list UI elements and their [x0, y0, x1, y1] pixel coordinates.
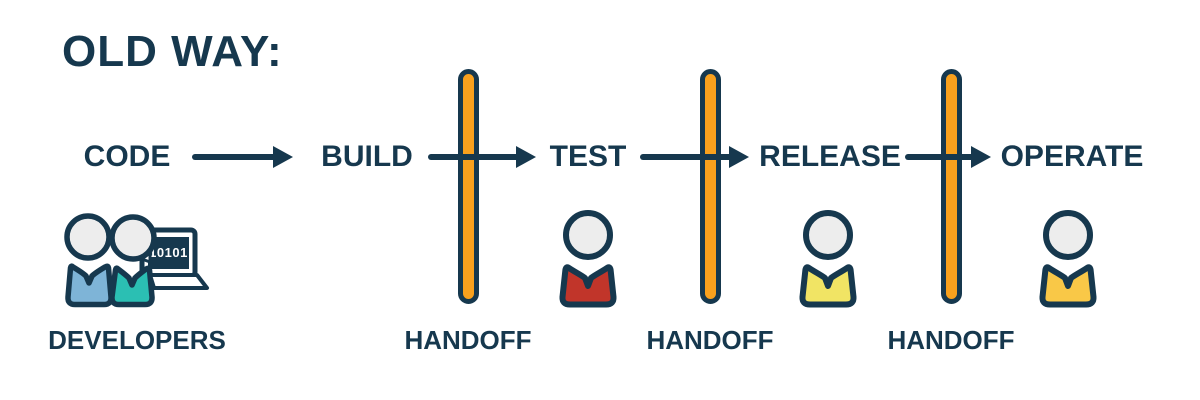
person-head	[1043, 210, 1093, 260]
laptop-screen-text: 10101	[149, 245, 188, 260]
handoff-label-2: HANDOFF	[646, 325, 774, 355]
stage-label-release: RELEASE	[759, 140, 901, 173]
arrow-line	[192, 154, 279, 160]
handoff-barrier-2	[700, 69, 721, 304]
person-head	[563, 210, 613, 260]
arrow-release-to-operate-icon	[905, 146, 991, 168]
developer-left-head	[64, 213, 112, 261]
person-body	[559, 264, 617, 308]
stage-label-test: TEST	[549, 140, 627, 173]
handoff-barrier-3	[941, 69, 962, 304]
page-title: OLD WAY:	[62, 27, 283, 76]
developer-right-body	[109, 265, 155, 308]
release-person-icon	[799, 210, 857, 308]
person-head	[803, 210, 853, 260]
arrow-head	[516, 146, 536, 168]
arrow-head	[971, 146, 991, 168]
arrow-code-to-build-icon	[192, 146, 293, 168]
arrow-test-to-release-icon	[640, 146, 749, 168]
handoff-label-1: HANDOFF	[404, 325, 532, 355]
person-body	[799, 264, 857, 308]
developer-left-body	[65, 263, 114, 308]
arrow-line	[428, 154, 522, 160]
developers-icon: 10101	[64, 213, 209, 308]
handoff-barrier-1	[458, 69, 479, 304]
stage-label-build: BUILD	[321, 140, 413, 173]
test-person-icon	[559, 210, 617, 308]
arrow-line	[905, 154, 977, 160]
arrow-head	[729, 146, 749, 168]
developers-label: DEVELOPERS	[48, 325, 226, 355]
stage-label-operate: OPERATE	[1000, 140, 1144, 173]
operate-person-icon	[1039, 210, 1097, 308]
person-body	[1039, 264, 1097, 308]
developer-right-head	[109, 214, 157, 262]
arrow-head	[273, 146, 293, 168]
stage-label-code: CODE	[83, 140, 171, 173]
laptop-base	[148, 273, 209, 290]
arrow-build-to-test-icon	[428, 146, 536, 168]
arrow-line	[640, 154, 735, 160]
handoff-label-3: HANDOFF	[887, 325, 1015, 355]
